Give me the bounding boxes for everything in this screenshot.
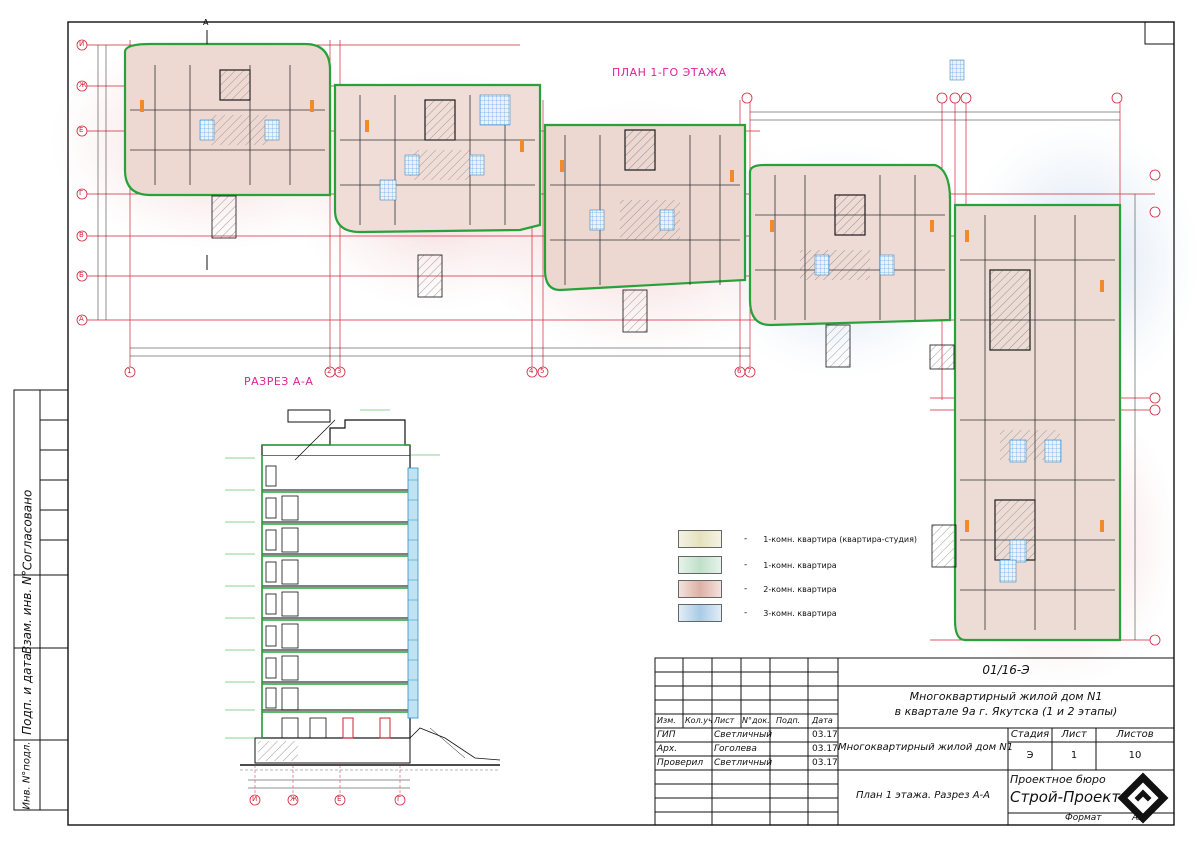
row-gip-date: 03.17	[812, 730, 838, 740]
row-check-name: Светличный	[714, 758, 773, 768]
stamp-podp-data: Подп. и дата	[20, 653, 34, 735]
legend-swatch	[678, 580, 722, 598]
legend-item: - 2-комн. квартира	[678, 580, 837, 598]
header-podp: Подп.	[776, 716, 801, 725]
axis-label: И	[252, 795, 258, 803]
bathrooms	[199, 59, 1062, 583]
dimension-lines	[97, 45, 1136, 640]
sheet-value: 1	[1070, 750, 1078, 761]
company-logo	[1117, 772, 1169, 824]
row-arch-role: Арх.	[657, 744, 678, 754]
sheet-name: План 1 этажа. Разрез А-А	[856, 790, 990, 801]
legend-label: 3-комн. квартира	[763, 608, 837, 618]
row-check-role: Проверил	[657, 758, 704, 768]
plan-axis-markers	[76, 39, 1161, 646]
axis-label: И	[79, 40, 85, 48]
format-label: Формат	[1065, 813, 1102, 823]
axis-label: Е	[79, 126, 84, 134]
format-value: А3	[1132, 813, 1144, 823]
axis-label: 2	[327, 367, 332, 375]
axis-label: 5	[540, 367, 545, 375]
document-code: 01/16-Э	[982, 663, 1030, 677]
axis-label: 3	[337, 367, 342, 375]
section-drawing	[225, 409, 501, 806]
entrance-stairs	[211, 195, 957, 568]
header-izm: Изм.	[657, 716, 676, 725]
header-data: Дата	[812, 716, 833, 725]
axis-label: 1	[127, 367, 132, 375]
project-title-line2: в квартале 9а г. Якутска (1 и 2 этапы)	[894, 705, 1118, 718]
axis-label: Г	[397, 795, 402, 803]
axis-label: А	[79, 315, 84, 323]
legend-swatch	[678, 604, 722, 622]
legend-label: 2-комн. квартира	[763, 584, 837, 594]
axis-label: 4	[529, 367, 534, 375]
row-gip-role: ГИП	[657, 730, 676, 740]
legend-item: - 3-комн. квартира	[678, 604, 837, 622]
header-list: Лист	[714, 716, 735, 725]
company-name-line1: Проектное бюро	[1010, 773, 1106, 786]
sheets-value: 10	[1128, 750, 1142, 761]
header-kol: Кол.уч	[685, 716, 713, 725]
header-ndok: N°док.	[742, 716, 770, 725]
stamp-vzam-inv: Взам. инв. N°	[20, 569, 35, 654]
axis-label: 6	[737, 367, 742, 375]
kitchen-units	[140, 100, 1104, 532]
stamp-inv-podl: Инв. N°подл.	[21, 741, 33, 809]
axis-label: Г	[79, 189, 84, 197]
section-cut-label: А	[203, 18, 209, 27]
title-block	[654, 657, 1175, 826]
plan-title: ПЛАН 1-ГО ЭТАЖА	[612, 66, 727, 79]
exterior-walls	[123, 42, 1122, 642]
sheet-header: Лист	[1061, 729, 1087, 740]
building-name: Многоквартирный жилой дом N1	[838, 742, 1014, 753]
legend-swatch	[678, 556, 722, 574]
axis-label: Б	[79, 271, 84, 279]
company-name-line2: Строй-Проект	[1010, 788, 1121, 806]
axis-label: Ж	[79, 81, 87, 89]
sheets-header: Листов	[1116, 729, 1154, 740]
stage-value: Э	[1026, 750, 1034, 761]
row-arch-date: 03.17	[812, 744, 838, 754]
axis-label: В	[79, 231, 84, 239]
row-check-date: 03.17	[812, 758, 838, 768]
section-title: РАЗРЕЗ А-А	[244, 375, 314, 388]
legend-label: 1-комн. квартира	[763, 560, 837, 570]
stage-header: Стадия	[1010, 729, 1050, 740]
row-arch-name: Гоголева	[714, 744, 757, 754]
axis-label: 7	[747, 367, 752, 375]
legend-item: - 1-комн. квартира	[678, 556, 837, 574]
side-stamp	[13, 389, 69, 811]
legend-swatch	[678, 530, 722, 548]
axis-label: Ж	[290, 795, 298, 803]
legend-label: 1-комн. квартира (квартира-студия)	[763, 534, 918, 544]
legend-item: - 1-комн. квартира (квартира-студия)	[678, 530, 917, 548]
axis-label: Е	[337, 795, 342, 803]
floor-plan	[124, 43, 1121, 641]
project-title-line1: Многоквартирный жилой дом N1	[909, 690, 1103, 703]
row-gip-name: Светличный	[714, 730, 773, 740]
